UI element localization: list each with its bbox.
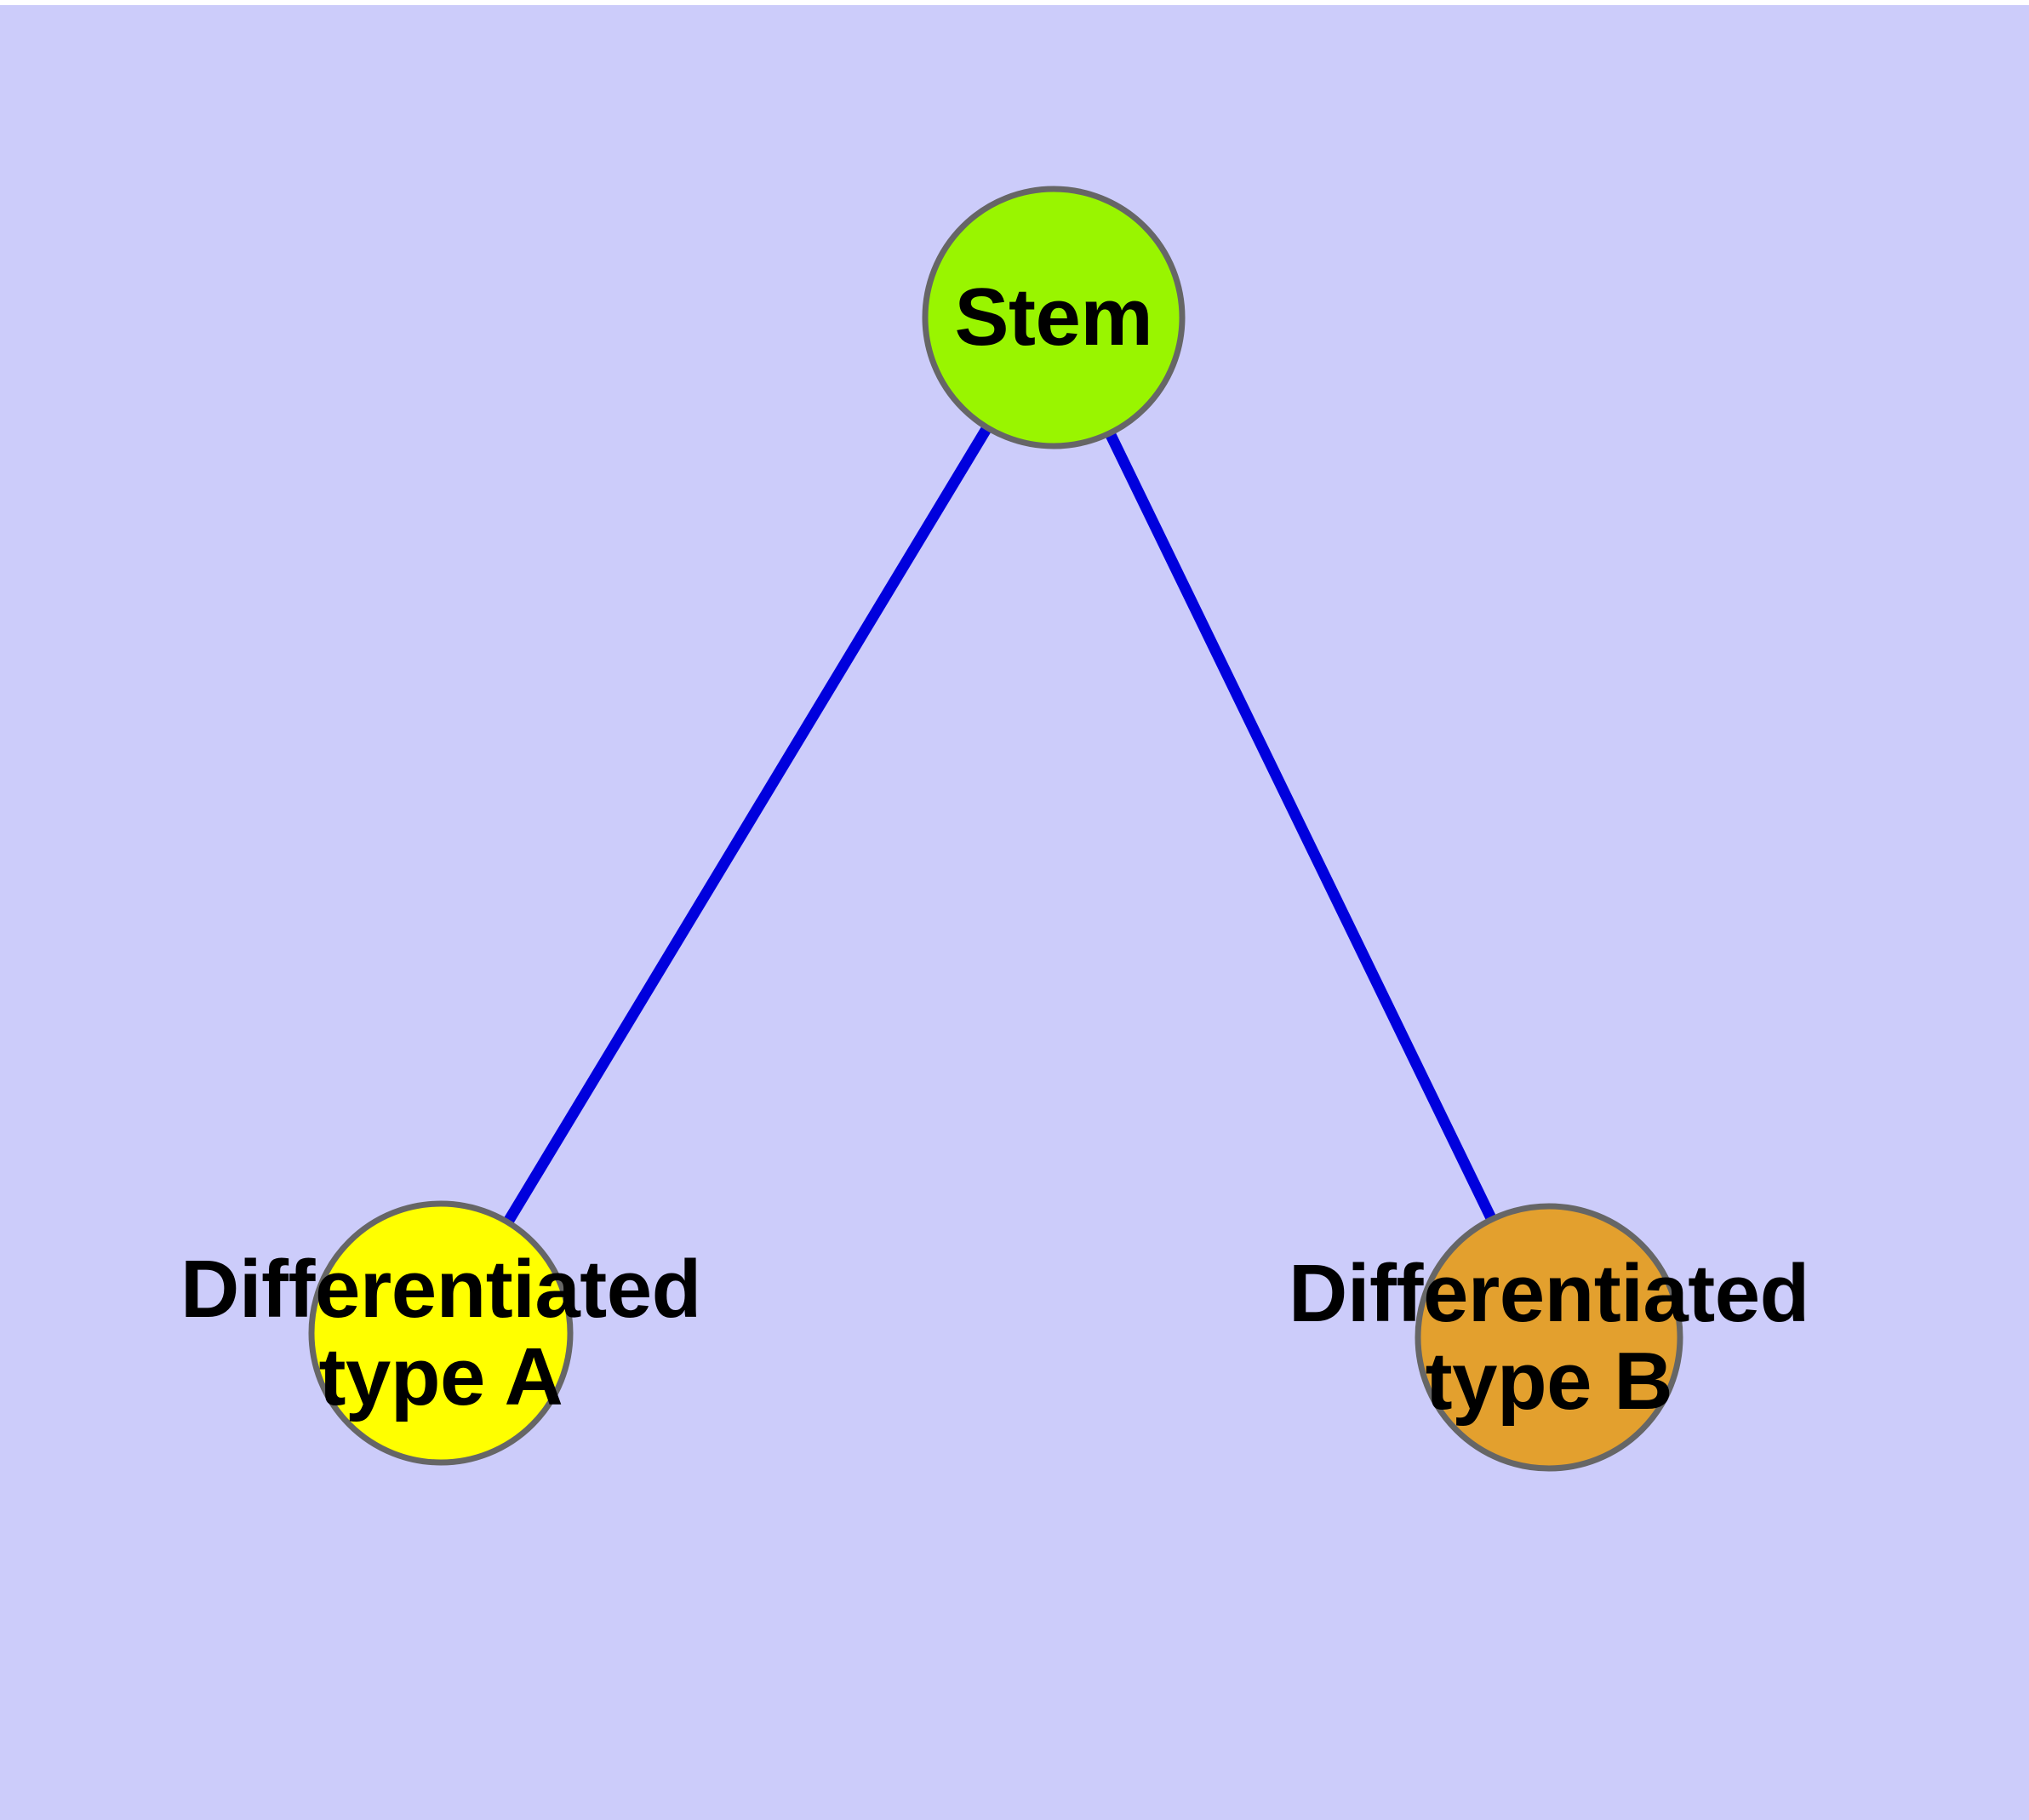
graph-node-diff_b[interactable] [1415,1203,1683,1472]
graph-node-diff_a[interactable] [308,1200,574,1466]
nodes-layer [308,186,1683,1472]
graph-edge-stem-diff_b[interactable] [1106,432,1496,1221]
graph-svg [308,186,1683,1472]
graph-node-stem[interactable] [922,186,1186,449]
graph-edge-stem-diff_a[interactable] [504,426,992,1224]
edges-layer [504,426,1496,1224]
